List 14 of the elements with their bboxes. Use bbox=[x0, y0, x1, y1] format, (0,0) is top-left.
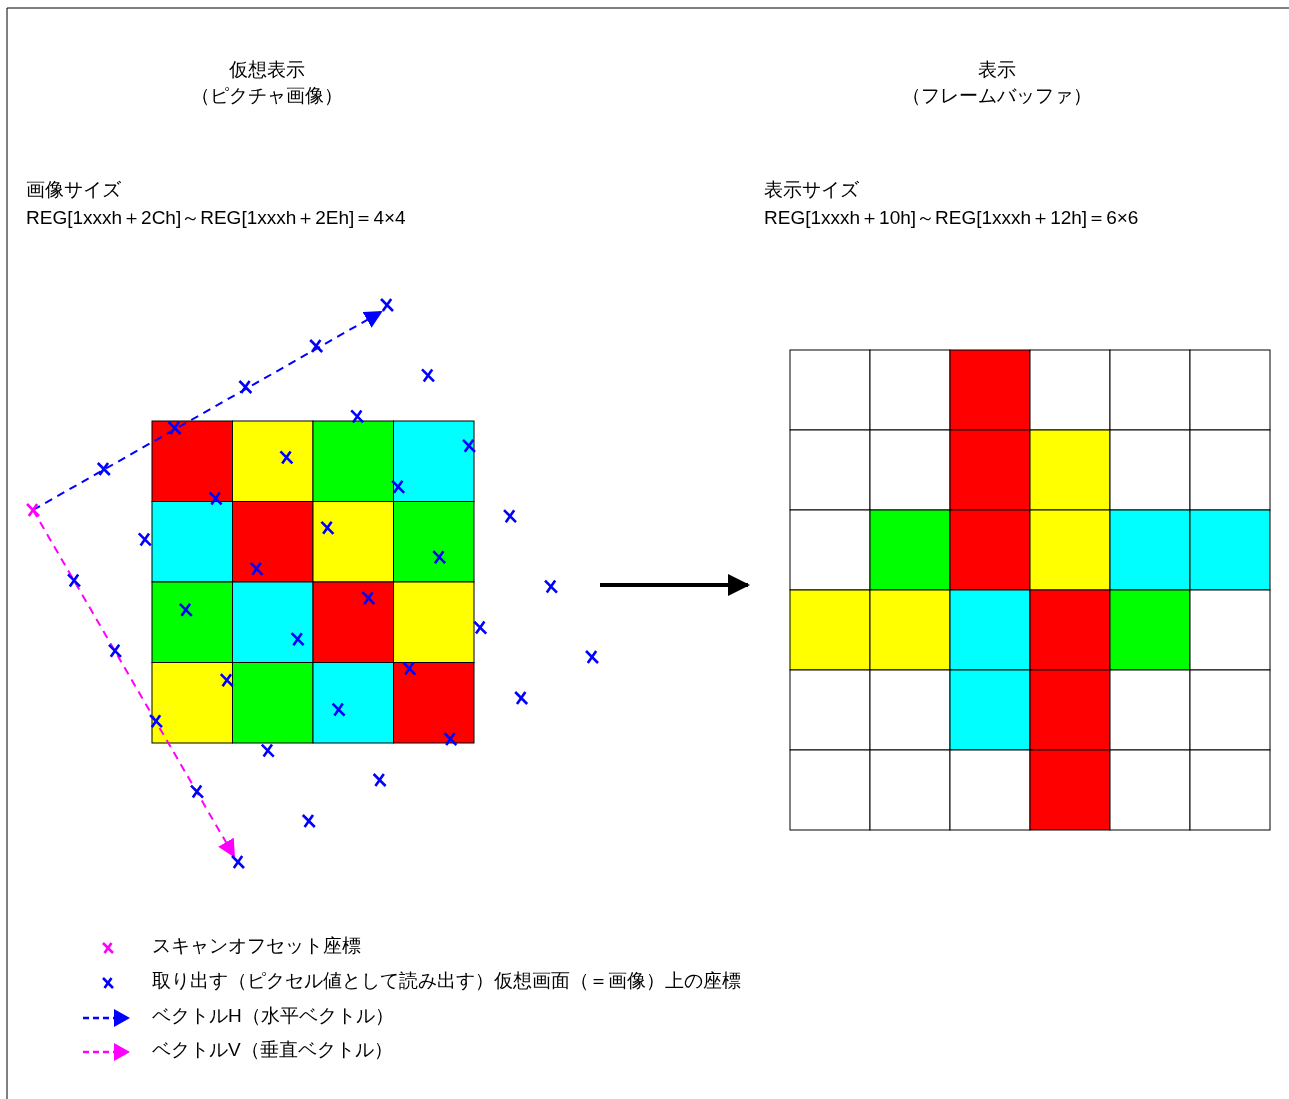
heading: （フレームバッファ） bbox=[902, 85, 1092, 106]
heading: （ピクチャ画像） bbox=[191, 85, 343, 106]
pixel-grid bbox=[790, 350, 1270, 830]
size-text: REG[1xxxh＋2Ch]～REG[1xxxh＋2Eh]＝4×4 bbox=[26, 207, 406, 228]
legend-text: ベクトルV（垂直ベクトル） bbox=[152, 1038, 393, 1062]
legend-text: 取り出す（ピクセル値として読み出す）仮想画面（＝画像）上の座標 bbox=[152, 969, 741, 993]
heading: 表示 bbox=[978, 59, 1016, 80]
size-text: 表示サイズ bbox=[764, 179, 859, 200]
size-text: 画像サイズ bbox=[26, 179, 121, 200]
arrow bbox=[600, 574, 750, 596]
legend-text: ベクトルH（水平ベクトル） bbox=[152, 1004, 394, 1028]
size-text: REG[1xxxh＋10h]～REG[1xxxh＋12h]＝6×6 bbox=[764, 207, 1139, 228]
heading: 仮想表示 bbox=[229, 59, 305, 80]
legend-text: スキャンオフセット座標 bbox=[152, 934, 361, 958]
